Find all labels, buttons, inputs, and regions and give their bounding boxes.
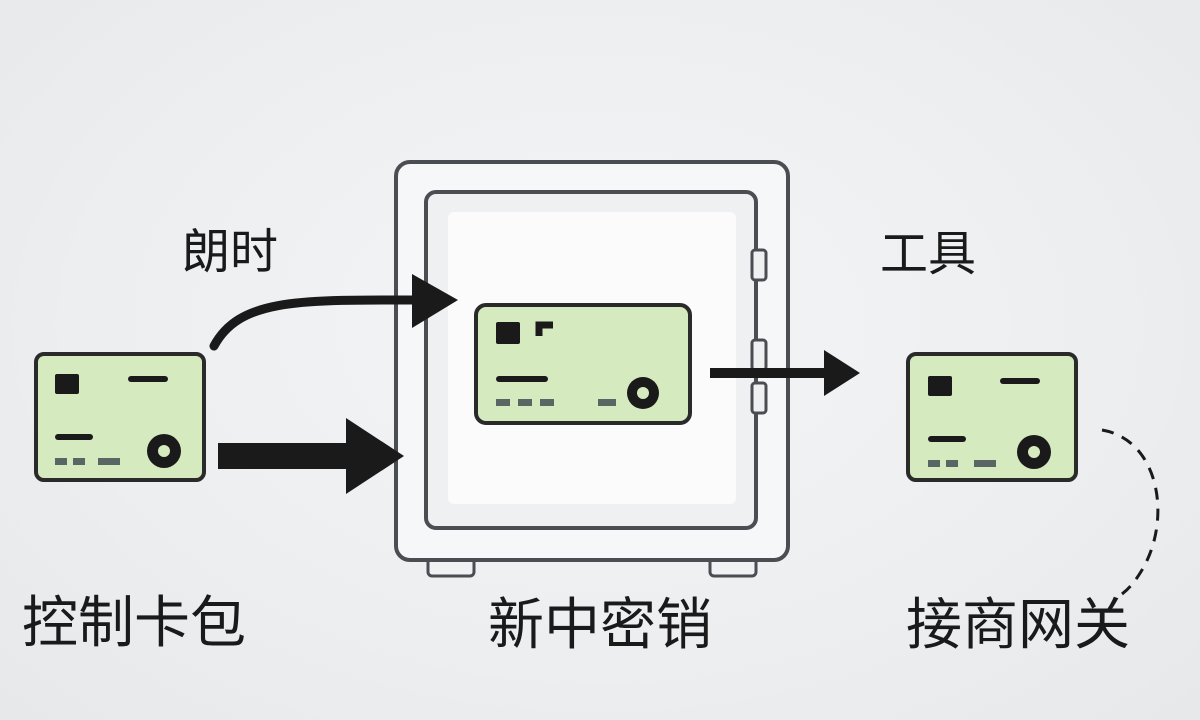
curved-arrow: [209, 274, 458, 351]
dashed-link: [1101, 428, 1160, 596]
source-node-label: 控制卡包: [22, 591, 246, 656]
safe-hinge-bottom: [750, 381, 768, 415]
vault-card-icon: [474, 303, 692, 425]
safe-hinge-middle: [750, 338, 768, 372]
output-arrow: [710, 350, 860, 396]
output-arrow-label: 工具: [880, 226, 977, 282]
safe-hinge-top: [750, 248, 768, 282]
target-card-icon: [906, 352, 1078, 482]
vault-node-label: 新中密销: [488, 593, 712, 658]
straight-arrow: [218, 418, 404, 494]
source-card-icon: [34, 352, 206, 482]
target-node-label: 接商网关: [906, 593, 1130, 658]
curved-arrow-label: 朗时: [182, 224, 279, 280]
